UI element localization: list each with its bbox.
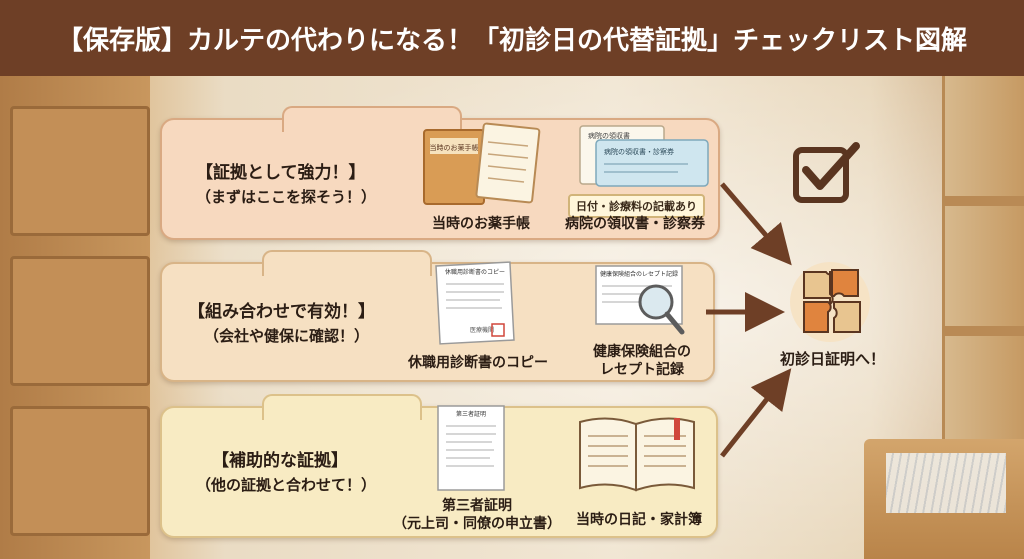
label-line-2: （元上司・同僚の申立書） <box>393 515 561 532</box>
section-subheading: （他の証拠と合わせて！） <box>196 476 377 494</box>
receipt-and-card-icon: 病院の領収書 病院の領収書・診察券 <box>579 125 709 187</box>
puzzle-icon <box>803 269 861 333</box>
item-label-diary: 当時の日記・家計簿 <box>576 512 702 528</box>
section-heading: 【組み合わせで有効！】 <box>188 302 375 322</box>
folder-tab <box>282 106 462 132</box>
insurance-record-magnifier-icon: 健康保険組合のレセプト記録 <box>595 265 685 335</box>
medical-certificate-icon: 休職用診断書のコピー 医療機関 <box>435 261 515 345</box>
item-label-third-party: 第三者証明 （元上司・同僚の申立書） <box>388 498 566 533</box>
label-line-1: 健康保険組合の <box>593 344 691 360</box>
item-label-certificate: 休職用診断書のコピー <box>408 355 548 371</box>
item-label-medicine-notebook: 当時のお薬手帳 <box>432 216 530 232</box>
third-party-statement-icon: 第三者証明 <box>437 405 505 491</box>
folder-tab <box>262 250 432 276</box>
folder-tab <box>262 394 422 420</box>
statement-title: 第三者証明 <box>456 410 486 418</box>
item-label-receipt: 病院の領収書・診察券 <box>565 216 705 232</box>
note-badge: 日付・診療料の記載あり <box>568 194 705 218</box>
checkbox-checked-icon <box>793 142 860 203</box>
certificate-title: 休職用診断書のコピー <box>445 268 505 276</box>
notebook-cover-text: 当時のお薬手帳 <box>430 143 479 152</box>
title-bar: 【保存版】カルテの代わりになる！「初診日の代替証拠」チェックリスト図解 <box>0 0 1024 76</box>
label-line-2: レセプト記録 <box>600 361 684 378</box>
arrow-from-supporting <box>720 368 792 458</box>
medicine-notebook-icon: 当時のお薬手帳 <box>423 122 541 205</box>
result-label: 初診日証明へ！ <box>780 350 886 368</box>
item-label-receipt-record: 健康保険組合の レセプト記録 <box>572 344 712 379</box>
receipt-text: 病院の領収書 <box>588 131 630 140</box>
open-drawer-bottom-right <box>864 439 1024 559</box>
certificate-stamp-text: 医療機関 <box>470 326 494 334</box>
section-subheading: （まずはここを探そう！） <box>196 188 377 206</box>
card-text: 病院の領収書・診察券 <box>604 147 674 156</box>
arrow-from-strong <box>720 182 792 266</box>
filing-cabinet-left <box>0 76 150 559</box>
section-subheading: （会社や健保に確認！） <box>204 327 370 345</box>
page-title: 【保存版】カルテの代わりになる！「初診日の代替証拠」チェックリスト図解 <box>56 25 967 56</box>
section-heading: 【証拠として強力！】 <box>196 163 366 183</box>
section-heading: 【補助的な証拠】 <box>212 451 348 471</box>
record-title: 健康保険組合のレセプト記録 <box>600 270 678 278</box>
label-line-1: 第三者証明 <box>442 498 512 514</box>
open-diary-icon <box>579 417 695 492</box>
